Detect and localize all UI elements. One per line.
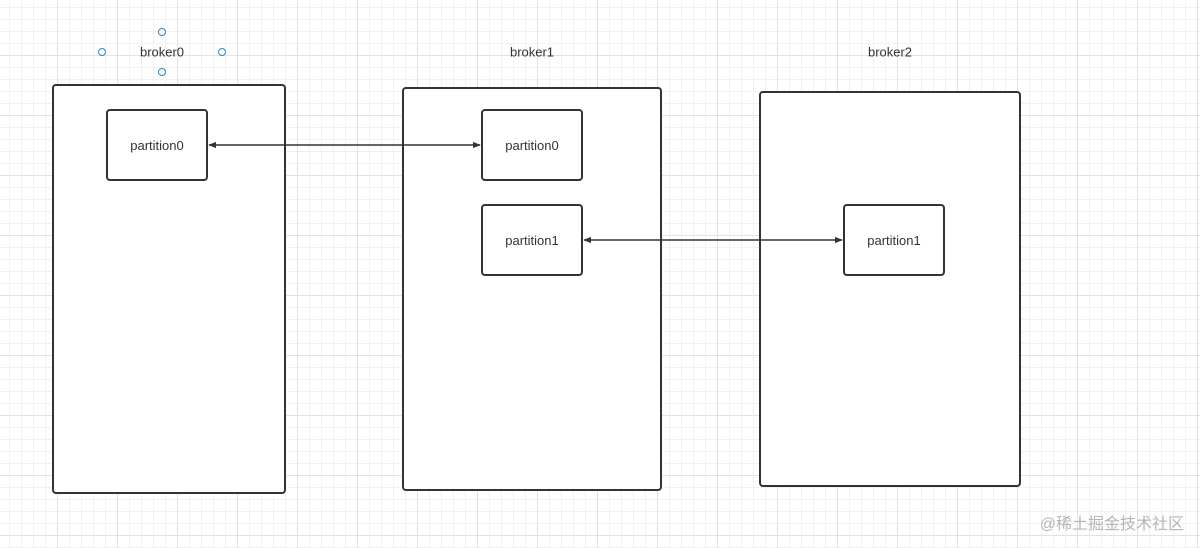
broker2-box[interactable]	[759, 91, 1021, 487]
broker1-box[interactable]	[402, 87, 662, 491]
broker0-label[interactable]: broker0	[139, 44, 185, 60]
broker0-partition0[interactable]: partition0	[106, 109, 208, 181]
selection-handle-left[interactable]	[98, 48, 106, 56]
broker1-partition0[interactable]: partition0	[481, 109, 583, 181]
selection-handle-top[interactable]	[158, 28, 166, 36]
partition-label: partition0	[505, 137, 559, 153]
selection-handle-bottom[interactable]	[158, 68, 166, 76]
broker1-label[interactable]: broker1	[509, 44, 555, 60]
broker2-partition1[interactable]: partition1	[843, 204, 945, 276]
watermark: @稀土掘金技术社区	[1039, 516, 1184, 533]
broker2-label[interactable]: broker2	[867, 44, 913, 60]
partition-label: partition1	[867, 232, 921, 248]
partition-label: partition0	[130, 137, 184, 153]
broker1-partition1[interactable]: partition1	[481, 204, 583, 276]
selection-handle-right[interactable]	[218, 48, 226, 56]
partition-label: partition1	[505, 232, 559, 248]
